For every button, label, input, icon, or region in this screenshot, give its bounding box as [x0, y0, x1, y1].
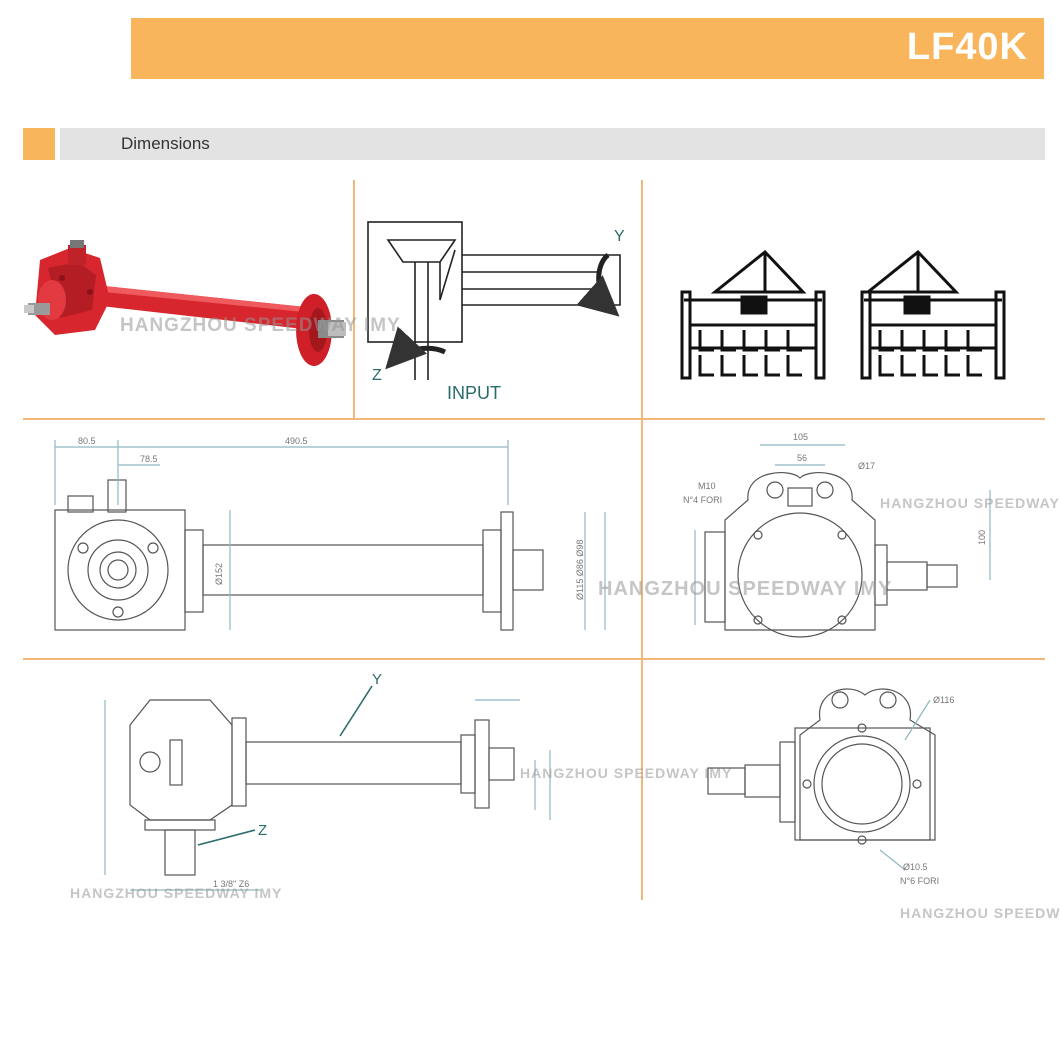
dim-label: N°4 FORI [683, 495, 722, 505]
dim-label: Ø115 Ø86 Ø98 [575, 540, 585, 600]
dim-label: 490.5 [285, 436, 308, 446]
grid-divider [641, 180, 643, 900]
leader-line [339, 685, 373, 737]
title-banner: LF40K [131, 18, 1044, 79]
leader-line [197, 829, 256, 846]
axis-z-label: Z [258, 822, 267, 839]
watermark: HANGZHOU SPEEDWAY IMY [520, 765, 733, 781]
dim-label: 1 3/8" Z6 [213, 879, 249, 889]
axis-y-label: Y [372, 671, 382, 688]
dim-label: 80.5 [78, 436, 96, 446]
dim-label: Ø17 [858, 461, 875, 471]
front-view-drawing [54, 440, 606, 631]
watermark: HANGZHOU SPEEDWAY IMY [598, 578, 893, 600]
dim-label: 105 [793, 432, 808, 442]
section-header: Dimensions [60, 128, 1045, 160]
dim-label: 78.5 [140, 454, 158, 464]
dim-label: Ø152 [214, 563, 224, 585]
grid-divider [353, 180, 355, 418]
dim-label: 100 [977, 530, 987, 545]
input-label: INPUT [447, 383, 501, 403]
tiller-icon-left [680, 249, 826, 380]
section-title: Dimensions [121, 134, 210, 153]
side-view-drawing [694, 444, 991, 638]
axis-y-label: Y [614, 228, 625, 245]
watermark: HANGZHOU SPEEDWAY IMY [900, 905, 1060, 921]
dim-label: Ø116 [933, 695, 954, 705]
rear-view-drawing [707, 688, 936, 871]
product-model-title: LF40K [906, 26, 1028, 68]
grid-divider [23, 658, 1045, 660]
gearbox-photo [24, 240, 346, 366]
section-marker [23, 128, 55, 160]
tiller-icon-right [860, 249, 1006, 380]
grid-divider [23, 418, 1045, 420]
watermark: HANGZHOU SPEEDWAY IMY [70, 885, 283, 901]
input-schematic [367, 221, 621, 380]
watermark: HANGZHOU SPEEDWAY IMY [120, 315, 401, 336]
watermark: HANGZHOU SPEEDWAY IMY [880, 495, 1060, 511]
dim-label: Ø10.5 [903, 862, 928, 872]
axis-z-label: Z [372, 367, 382, 384]
top-view-drawing [104, 699, 551, 891]
dim-label: M10 [698, 481, 716, 491]
dim-label: N°6 FORI [900, 876, 939, 886]
dim-label: 56 [797, 453, 807, 463]
